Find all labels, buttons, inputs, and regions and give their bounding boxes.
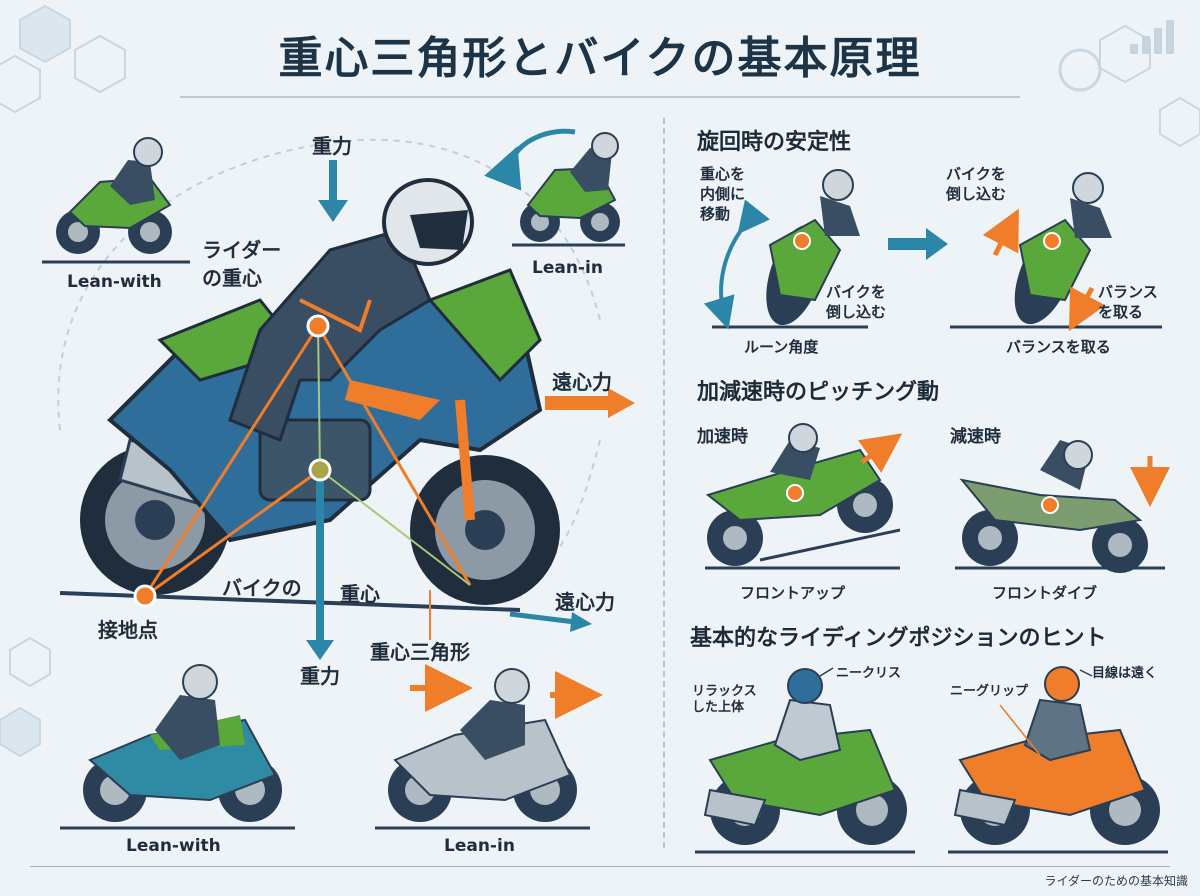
eyes-far-label: 目線は遠く (1092, 666, 1158, 681)
balance-label-1: バランス を取る (1098, 283, 1158, 321)
gauge-icon (1058, 48, 1102, 92)
rider-cog-dot (306, 314, 330, 338)
front-up-label: フロントアップ (740, 584, 846, 602)
lean-in-top-label: Lean-in (532, 258, 603, 278)
lean-bike-label-1: バイクを 倒し込む (826, 283, 887, 321)
turn-bike-1 (703, 169, 868, 330)
lean-bike-label-2: バイクを 倒し込む (946, 165, 1007, 203)
bike-cog-dot (308, 458, 332, 482)
knee-grip-label-1: ニークリス (836, 666, 902, 681)
bike-cog-label-a: バイクの (222, 576, 302, 600)
lean-in-bottom-label: Lean-in (444, 836, 515, 856)
page-title: 重心三角形とバイクの基本原理 (278, 33, 922, 84)
contact-point-label: 接地点 (98, 618, 158, 642)
pitch-section-heading: 加減速時のピッチング動 (697, 380, 940, 405)
gravity-label-top: 重力 (312, 134, 352, 158)
bike-cog-label-b: 重心 (340, 582, 380, 606)
bike-lean-in-top (484, 128, 625, 247)
balance-label-2: バランスを取る (1006, 338, 1111, 356)
position-section-heading: 基本的なライディングポジションのヒント (690, 626, 1107, 651)
footer-text: ライダーのための基本知識 (1044, 874, 1188, 888)
front-dive-label: フロントダイブ (992, 584, 1098, 602)
contact-point-dot (133, 584, 157, 608)
turn-bike-2 (950, 172, 1162, 332)
bike-lean-with-bottom (60, 664, 295, 830)
centrifugal-label-1: 遠心力 (552, 370, 612, 394)
cog-triangle-label: 重心三角形 (370, 640, 470, 664)
position-bike-orange (948, 666, 1168, 854)
bike-lean-with-top (42, 137, 190, 264)
centrifugal-label-2: 遠心力 (555, 590, 615, 614)
lean-with-top-label: Lean-with (67, 272, 162, 292)
turn-section-heading: 旋回時の安定性 (697, 130, 852, 155)
section-divider (663, 118, 665, 848)
centrifugal-arrow-1 (545, 388, 635, 418)
gravity-arrow-top (318, 160, 348, 222)
move-cog-label: 重心を 内側に 移動 (700, 165, 746, 223)
knee-grip-label-2: ニーグリップ (950, 684, 1029, 699)
signal-bars-icon (1130, 20, 1174, 54)
rider-cog-label: ライダー の重心 (202, 238, 282, 290)
accel-label: 加速時 (697, 427, 748, 447)
footer-rule (30, 866, 1170, 867)
position-bike-green (695, 667, 915, 854)
lean-angle-label: ルーン角度 (744, 338, 819, 356)
lean-with-bottom-label: Lean-with (126, 836, 221, 856)
gravity-label-bottom: 重力 (300, 664, 340, 688)
turn-arrow (888, 228, 948, 260)
pitch-bike-accel (705, 423, 903, 570)
decel-label: 減速時 (950, 427, 1001, 447)
bike-lean-in-bottom (375, 664, 603, 830)
title-underline (180, 96, 1020, 98)
cog-triangle (133, 314, 472, 660)
pitch-bike-decel (955, 440, 1170, 573)
relaxed-label: リラックス した上体 (692, 684, 757, 715)
centrifugal-arrow-2 (509, 611, 592, 632)
